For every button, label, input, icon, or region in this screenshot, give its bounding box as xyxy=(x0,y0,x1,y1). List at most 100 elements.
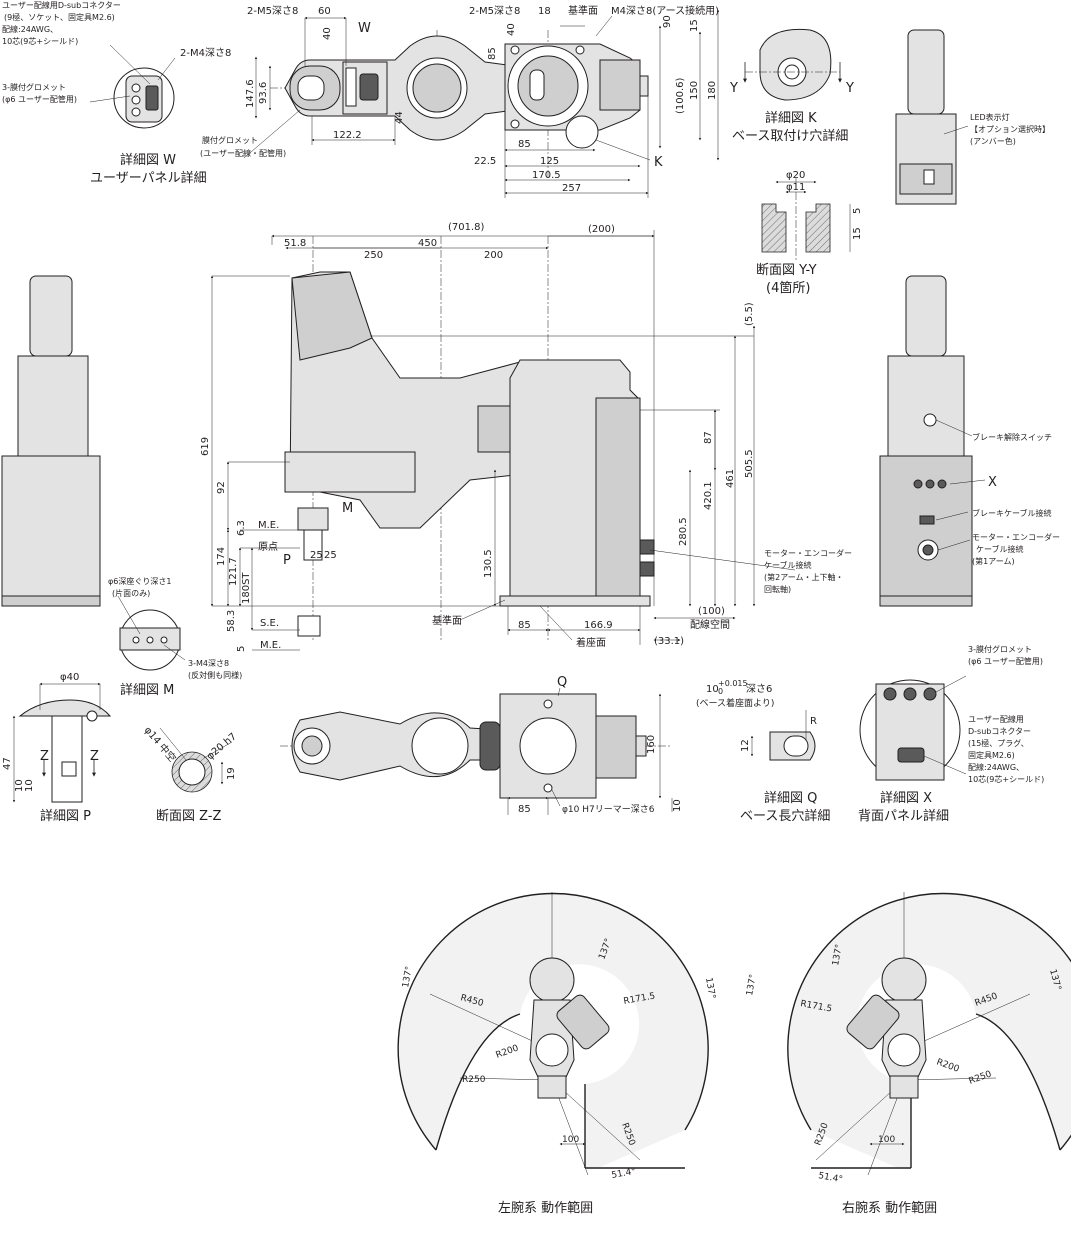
x-dsub-2: D-subコネクター xyxy=(968,727,1031,736)
motor-line-4: 回転軸) xyxy=(764,584,791,594)
dim-92: 92 xyxy=(216,481,227,494)
dim-505-5: 505.5 xyxy=(744,449,755,478)
detail-x-subtitle: 背面パネル詳細 xyxy=(858,808,949,824)
dim-85-side: 85 xyxy=(518,620,531,631)
q-depth-sub: (ベース着座面より) xyxy=(696,697,774,709)
detail-w-subtitle: ユーザーパネル詳細 xyxy=(90,170,207,186)
left-a137c: 137° xyxy=(703,977,717,1000)
q-tol-sup: +0.015 xyxy=(718,679,748,688)
m-m4-2: (反対側も同様) xyxy=(188,670,242,680)
zz-d19: 19 xyxy=(226,767,237,780)
dim-450: 450 xyxy=(418,238,437,249)
dim-40a: 40 xyxy=(322,27,333,40)
dim-85-bottom: 85 xyxy=(518,139,531,150)
dim-58-3: 58.3 xyxy=(226,610,237,632)
left-a51-4: 51.4° xyxy=(611,1167,637,1181)
led-line-3: (アンバー色) xyxy=(970,136,1016,146)
dim-15: 15 xyxy=(689,19,700,32)
right-a51-4: 51.4° xyxy=(817,1171,843,1185)
dim-200p: (200) xyxy=(588,224,615,235)
dim-100-side: (100) xyxy=(698,606,725,617)
dsub-line-1: ユーザー配線用D-subコネクター xyxy=(2,0,121,10)
detail-x-title: 詳細図 X xyxy=(880,790,932,806)
p-d40: φ40 xyxy=(60,672,79,683)
detail-m-title: 詳細図 M xyxy=(120,682,174,698)
dim-60: 60 xyxy=(318,6,331,17)
grommet-sub: (ユーザー配線・配管用) xyxy=(200,148,286,158)
motor-line-3: (第2アーム・上下軸・ xyxy=(764,572,844,582)
dim-200: 200 xyxy=(484,250,503,261)
range-right: 137° 137° 137° R450 R171.5 R200 R250 R25… xyxy=(745,892,1071,1216)
detail-p-title: 詳細図 P xyxy=(40,808,91,824)
mount-face: 着座面 xyxy=(576,636,606,649)
p-d47: 47 xyxy=(2,757,13,770)
left-d100: 100 xyxy=(562,1135,579,1145)
dim-51-8: 51.8 xyxy=(284,238,306,249)
wiring-space: 配線空間 xyxy=(690,618,730,631)
rear-view-middle: ブレーキ解除スイッチ X ブレーキケーブル接続 モーター・エンコーダー ケーブル… xyxy=(879,275,1060,607)
w-m4: 2-M4深さ8 xyxy=(180,47,231,59)
led-line-2: 【オプション選択時】 xyxy=(970,124,1050,134)
detail-k-subtitle: ベース取付け穴詳細 xyxy=(732,128,848,144)
detail-p: φ40 Z Z 47 10 10 詳細図 P xyxy=(2,672,112,824)
q-depth: 深さ6 xyxy=(746,683,772,695)
dim-m5-right: 2-M5深さ8 xyxy=(469,5,520,17)
q-tol-sub: 0 xyxy=(718,687,723,696)
me-lower: M.E. xyxy=(260,640,281,651)
label-m: M xyxy=(342,501,353,516)
detail-w: ユーザー配線用D-subコネクター (9極、ソケット、固定具M2.6) 配線:2… xyxy=(2,0,231,186)
label-w: W xyxy=(358,21,371,36)
dim-174: 174 xyxy=(216,547,227,566)
detail-q-title: 詳細図 Q xyxy=(764,790,817,806)
detail-q: 10 +0.015 0 深さ6 (ベース着座面より) R 12 詳細図 Q ベー… xyxy=(696,679,830,824)
q-r: R xyxy=(810,716,817,727)
detail-w-title: 詳細図 W xyxy=(120,152,176,168)
brake-cable: ブレーキケーブル接続 xyxy=(972,508,1052,518)
dim-420-1: 420.1 xyxy=(703,481,714,510)
motor-cable-1: モーター・エンコーダー xyxy=(972,532,1060,542)
yy-d11: φ11 xyxy=(786,182,805,193)
label-q: Q xyxy=(557,675,567,690)
dim-m5-left: 2-M5深さ8 xyxy=(247,5,298,17)
dim-33-1: (33.1) xyxy=(654,636,684,647)
x-dsub-1: ユーザー配線用 xyxy=(968,714,1024,724)
range-left: 137° 137° 137° R450 R171.5 R200 R250 R25… xyxy=(397,892,717,1216)
label-p: P xyxy=(283,553,291,568)
detail-k-title: 詳細図 K xyxy=(765,110,817,126)
left-a137a: 137° xyxy=(401,965,415,988)
dim-85-bottom-view: 85 xyxy=(518,804,531,815)
dim-121-7: 121.7 xyxy=(228,557,239,586)
dsub-line-2: (9極、ソケット、固定具M2.6) xyxy=(4,12,115,22)
yy-d5: 5 xyxy=(852,208,863,214)
dsub-line-4: 10芯(9芯+シールド) xyxy=(2,36,78,46)
dim-122-2: 122.2 xyxy=(333,130,362,141)
section-yy: φ20 φ11 5 15 断面図 Y-Y (4箇所) xyxy=(756,170,863,296)
motor-line-1: モーター・エンコーダー xyxy=(764,548,852,558)
section-yy-title: 断面図 Y-Y xyxy=(756,263,817,278)
side-view-labels: (701.8) 51.8 450 250 200 (200) (5.5) 619… xyxy=(200,222,852,652)
dim-18: 18 xyxy=(538,6,551,17)
dim-180st: 180ST xyxy=(241,572,252,604)
p-z2: Z xyxy=(90,749,99,764)
dim-90: 90 xyxy=(662,15,673,28)
dim-6-3: 6.3 xyxy=(236,520,247,536)
q-tol: 10 xyxy=(706,684,719,695)
yy-d15: 15 xyxy=(852,227,863,240)
dim-25b: 25 xyxy=(324,550,337,561)
led-line-1: LED表示灯 xyxy=(970,112,1010,122)
dim-170-5: 170.5 xyxy=(532,170,561,181)
dim-25a: 25 xyxy=(310,550,323,561)
x-dsub-4: 固定具M2.6) xyxy=(968,750,1015,760)
x-dsub-3: (15極、プラグ、 xyxy=(968,738,1029,748)
k-y1: Y xyxy=(729,81,738,96)
zz-d20h7: φ20 h7 xyxy=(205,731,239,762)
p-d10b: 10 xyxy=(24,779,35,792)
detail-x: 3-膜付グロメット (φ6 ユーザー配管用) ユーザー配線用 D-subコネクタ… xyxy=(858,644,1044,824)
dim-22-5: 22.5 xyxy=(474,156,496,167)
origin-label: 原点 xyxy=(258,541,278,553)
range-right-title: 右腕系 動作範囲 xyxy=(842,1200,937,1216)
dim-5-5: (5.5) xyxy=(744,302,755,326)
dim-147-6: 147.6 xyxy=(245,79,256,108)
dim-166-9: 166.9 xyxy=(584,620,613,631)
label-k: K xyxy=(654,155,663,170)
